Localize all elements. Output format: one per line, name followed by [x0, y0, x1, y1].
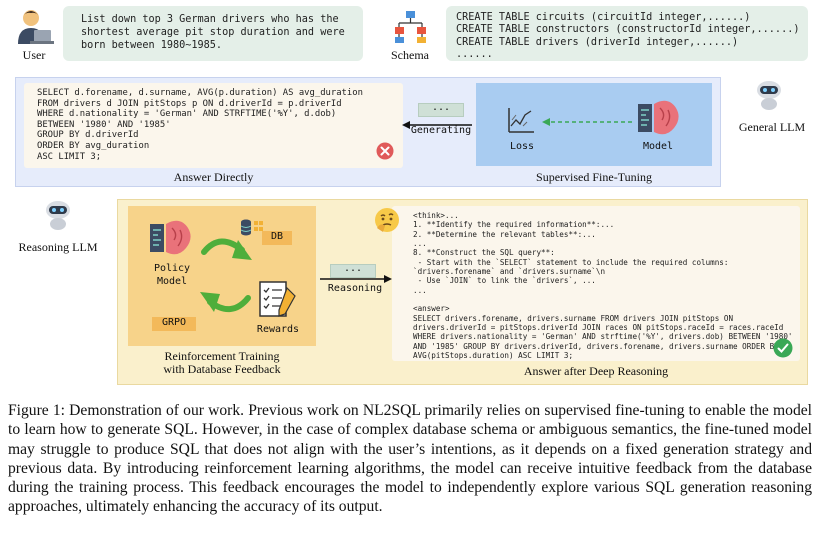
- generating-dots: ...: [431, 102, 451, 113]
- generating-label: Generating: [410, 125, 472, 136]
- answer-directly-label: Answer Directly: [173, 170, 254, 184]
- rewards-label: Rewards: [256, 324, 300, 335]
- user-label: User: [22, 48, 46, 62]
- question-bubble: List down top 3 German drivers who has t…: [63, 6, 363, 61]
- reasoning-arrow: [320, 275, 392, 283]
- reasoning-output: <think>... 1. **Identify the required in…: [392, 206, 800, 361]
- general-llm-label: General LLM: [738, 120, 806, 134]
- rewards-document-icon: [259, 281, 296, 317]
- grpo-label: GRPO: [152, 317, 196, 331]
- sft-sql-output: SELECT d.forename, d.surname, AVG(p.dura…: [24, 83, 403, 168]
- policy-model-brain-icon: [150, 220, 191, 255]
- model-label: Model: [642, 141, 674, 152]
- reasoning-dots-box: [330, 264, 376, 278]
- schema-label: Schema: [391, 48, 429, 62]
- bottom-curved-arrow: [200, 292, 251, 312]
- database-icon: [240, 219, 263, 236]
- sft-arrows: [402, 118, 632, 129]
- top-curved-arrow: [201, 238, 252, 260]
- rl-label: Reinforcement Training with Database Fee…: [163, 349, 281, 376]
- general-llm-robot-icon: [757, 81, 781, 110]
- user-icon: [18, 10, 54, 44]
- cross-icon: [376, 142, 394, 160]
- reasoning-llm-label: Reasoning LLM: [18, 240, 98, 254]
- figure-caption: Figure 1: Demonstration of our work. Pre…: [8, 402, 812, 516]
- schema-bubble: CREATE TABLE circuits (circuitId integer…: [446, 6, 808, 61]
- reasoning-dots: ...: [343, 263, 363, 274]
- generating-dots-box: [418, 103, 464, 117]
- check-icon: [773, 338, 793, 358]
- model-brain-icon: [638, 100, 679, 135]
- reasoning-label: Reasoning: [327, 283, 383, 294]
- schema-icon: [395, 11, 426, 43]
- answer-deep-label: Answer after Deep Reasoning: [523, 364, 669, 378]
- sft-label: Supervised Fine-Tuning: [536, 170, 652, 184]
- thinking-face-icon: [375, 208, 399, 232]
- policy-model-label: Policy Model: [153, 263, 191, 287]
- loss-chart-icon: [508, 108, 534, 133]
- db-label: DB: [262, 231, 292, 245]
- loss-label: Loss: [509, 141, 535, 152]
- reasoning-llm-robot-icon: [46, 201, 70, 230]
